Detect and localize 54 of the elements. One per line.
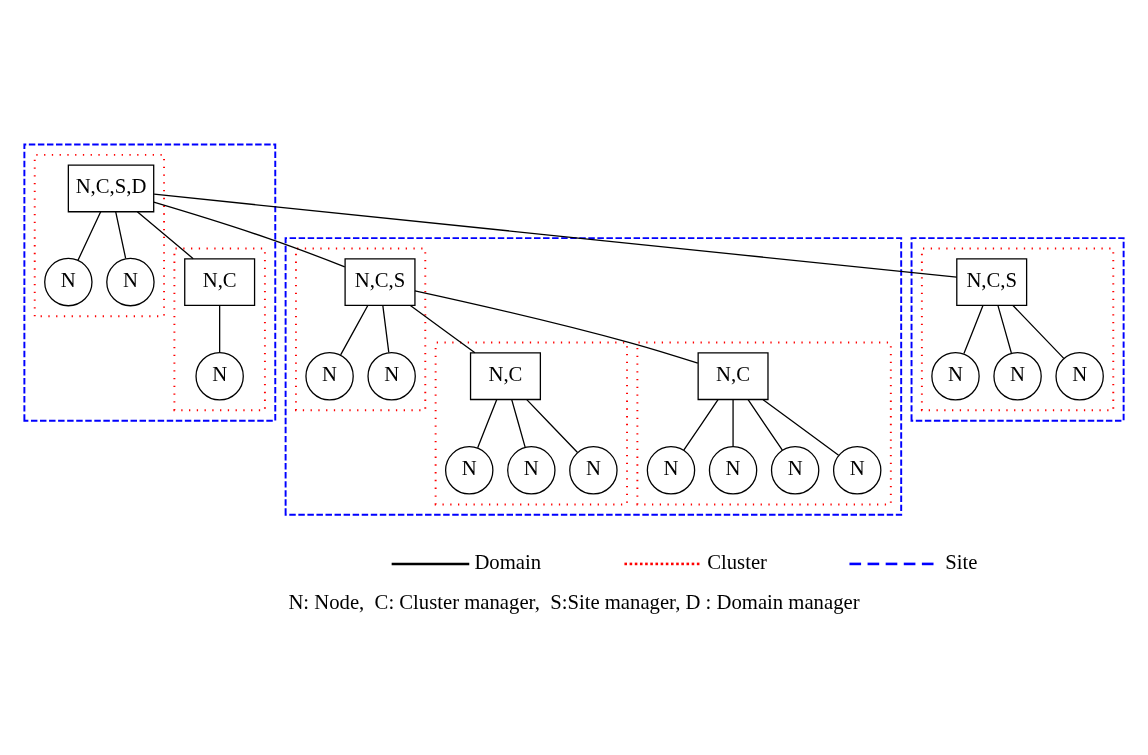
node-circle: N xyxy=(305,351,354,401)
cluster xyxy=(920,247,1115,412)
node-box: N,C xyxy=(469,352,542,401)
connector xyxy=(153,193,958,278)
connector xyxy=(762,399,840,456)
connector xyxy=(477,399,498,449)
node-box: N,C xyxy=(184,258,256,307)
connector xyxy=(136,211,194,260)
legend-label: Cluster xyxy=(707,550,767,573)
cluster xyxy=(33,153,165,318)
connector xyxy=(77,211,102,261)
connector xyxy=(153,201,346,268)
connector xyxy=(1012,304,1065,360)
node-circle: N xyxy=(367,351,416,401)
node-circle: N xyxy=(106,257,155,307)
node-circle: N xyxy=(569,446,618,495)
cluster xyxy=(284,237,903,516)
cluster xyxy=(295,247,427,412)
connector xyxy=(747,399,783,451)
legend-label: Domain xyxy=(474,550,542,573)
node-circle: N xyxy=(832,446,882,495)
connector xyxy=(963,304,984,355)
cluster xyxy=(173,247,266,412)
node-circle: N xyxy=(44,257,93,307)
node-circle: N xyxy=(507,446,556,495)
connector xyxy=(683,399,719,451)
node-box: N,C,S,D xyxy=(67,164,155,213)
connector xyxy=(382,304,390,353)
node-circle: N xyxy=(931,351,980,401)
node-box: N,C,S xyxy=(344,258,416,307)
connector xyxy=(340,304,369,356)
connector xyxy=(409,304,476,354)
connector xyxy=(511,399,526,448)
node-circle: N xyxy=(646,446,696,495)
node-circle: N xyxy=(993,351,1042,401)
cluster xyxy=(434,341,628,506)
cluster xyxy=(23,143,277,422)
node-box: N,C,S xyxy=(956,258,1028,307)
connector xyxy=(732,399,734,448)
connector xyxy=(219,304,221,353)
node-circle: N xyxy=(444,446,494,495)
cluster xyxy=(636,341,892,506)
node-circle: N xyxy=(1055,351,1104,401)
connector xyxy=(997,304,1012,354)
connector xyxy=(414,290,699,364)
node-circle: N xyxy=(195,351,244,401)
caption: N: Node, C: Cluster manager, S:Site manager, D : Domain manager xyxy=(288,590,860,613)
node-circle: N xyxy=(770,446,820,495)
node-circle: N xyxy=(708,446,758,495)
connector xyxy=(526,399,579,454)
node-box: N,C xyxy=(697,352,769,401)
legend-label: Site xyxy=(945,550,978,573)
connector xyxy=(115,211,127,259)
cluster xyxy=(910,237,1125,422)
